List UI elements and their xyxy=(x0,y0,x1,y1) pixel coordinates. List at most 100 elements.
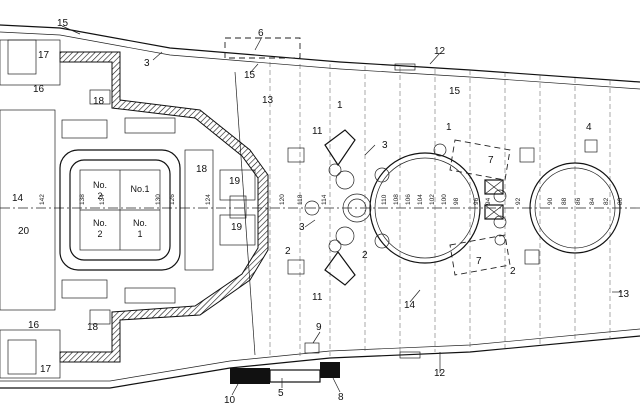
box-fwd-top xyxy=(484,179,504,195)
callout-13: 13 xyxy=(618,289,630,300)
hatch-7-top xyxy=(449,139,511,181)
callout-3: 3 xyxy=(382,140,388,151)
tank-17-top xyxy=(7,39,37,75)
callout-1: 1 xyxy=(337,100,343,111)
callout-4: 4 xyxy=(586,122,592,133)
launcher-ring-large-fwd xyxy=(369,152,481,264)
gangway-10 xyxy=(230,368,270,384)
label-no1-top: No.1 xyxy=(130,184,149,194)
hull-outline xyxy=(0,24,640,389)
hull-bottom-edge xyxy=(0,335,640,389)
frame-number: 120 xyxy=(279,194,286,205)
frame-number: 134 xyxy=(99,194,106,205)
mount-ring xyxy=(342,193,372,223)
frame-number: 88 xyxy=(561,197,568,205)
tank-17-bottom xyxy=(7,339,37,375)
callout-9: 9 xyxy=(316,322,322,333)
frame-grid xyxy=(234,62,611,358)
callout-6: 6 xyxy=(258,28,264,39)
callout-12: 12 xyxy=(434,46,446,57)
callout-11: 11 xyxy=(312,292,323,303)
callout-15: 15 xyxy=(449,86,461,97)
frame-number: 84 xyxy=(589,197,596,205)
room-17-bottom xyxy=(0,329,61,379)
callout-2: 2 xyxy=(285,246,291,257)
callout-11: 11 xyxy=(312,126,323,137)
callout-15: 15 xyxy=(57,18,69,29)
gangway-8 xyxy=(320,362,340,378)
hull-top-inner xyxy=(0,31,640,90)
frame-number: 126 xyxy=(169,194,176,205)
callout-20: 20 xyxy=(18,226,30,237)
hatch-6 xyxy=(224,37,301,59)
frame-numbers: 142 138 134 130 126 124 120 118 114 110 108 106 104 1… xyxy=(39,194,624,205)
frame-number: 130 xyxy=(155,194,162,205)
room-19-bottom xyxy=(219,214,256,246)
deckhouse xyxy=(0,39,269,379)
gangway xyxy=(230,63,421,384)
callout-5: 5 xyxy=(278,388,284,399)
callout-17: 17 xyxy=(40,364,52,375)
callout-8: 8 xyxy=(338,392,344,403)
room-20 xyxy=(0,109,56,311)
callout-7: 7 xyxy=(488,155,494,166)
frame-number: 106 xyxy=(405,194,412,205)
frame-number: 108 xyxy=(393,194,400,205)
room-19-top xyxy=(219,169,256,201)
callout-3: 3 xyxy=(144,58,150,69)
callout-18: 18 xyxy=(93,96,105,107)
frame-number: 86 xyxy=(575,197,582,205)
callouts: 15 6 12 3 17 15 15 13 16 18 1 1 4 11 3 7… xyxy=(12,18,630,406)
callout-17: 17 xyxy=(38,50,50,61)
frame-number: 138 xyxy=(79,194,86,205)
arm-11-top xyxy=(324,129,356,167)
frame-number: 90 xyxy=(547,197,554,205)
label-no2-bottom-num: 2 xyxy=(97,229,102,239)
frame-number: 80 xyxy=(617,197,624,205)
hull-bottom-inner xyxy=(0,328,640,382)
frame-number: 110 xyxy=(381,194,388,205)
frame-number: 118 xyxy=(297,194,304,205)
frame-number: 98 xyxy=(453,197,460,205)
callout-10: 10 xyxy=(224,395,236,406)
callout-16: 16 xyxy=(28,320,40,331)
callout-16: 16 xyxy=(33,84,45,95)
callout-2: 2 xyxy=(510,266,516,277)
label-no1-bottom: No. xyxy=(133,218,147,228)
label-no1-bottom-num: 1 xyxy=(137,229,142,239)
frame-number: 92 xyxy=(515,197,522,205)
gangway-ramp-5 xyxy=(269,369,321,383)
callout-15: 15 xyxy=(244,70,256,81)
compartment-labels: No. 2 No.1 No. 2 No. 1 xyxy=(93,180,150,239)
frame-number: 114 xyxy=(321,194,328,205)
frame-number: 102 xyxy=(429,194,436,205)
callout-19: 19 xyxy=(229,176,241,187)
callout-13: 13 xyxy=(262,95,274,106)
magazine-outer xyxy=(59,149,181,271)
callout-12: 12 xyxy=(434,368,446,379)
frame-number: 104 xyxy=(417,194,424,205)
frame-number: 100 xyxy=(441,194,448,205)
hull-top-edge xyxy=(0,24,640,83)
magazine-block xyxy=(59,149,247,271)
box-fwd-bottom xyxy=(484,204,504,220)
box-9 xyxy=(304,342,320,354)
launcher-ring-large-aft xyxy=(529,162,621,254)
ladder xyxy=(229,195,247,219)
leader-lines xyxy=(61,25,622,396)
callout-14: 14 xyxy=(12,193,24,204)
label-no2-top: No. xyxy=(93,180,107,190)
callout-3: 3 xyxy=(299,222,305,233)
callout-2: 2 xyxy=(362,250,368,261)
magazine-inner xyxy=(69,159,171,261)
frame-number: 96 xyxy=(473,197,480,205)
arm-11-bottom xyxy=(324,250,356,286)
dashed-hatches xyxy=(224,37,511,276)
label-no2-bottom: No. xyxy=(93,218,107,228)
frame-number: 142 xyxy=(39,194,46,205)
frame-number: 124 xyxy=(205,194,212,205)
launcher-rings xyxy=(304,143,621,264)
callout-1: 1 xyxy=(446,122,452,133)
